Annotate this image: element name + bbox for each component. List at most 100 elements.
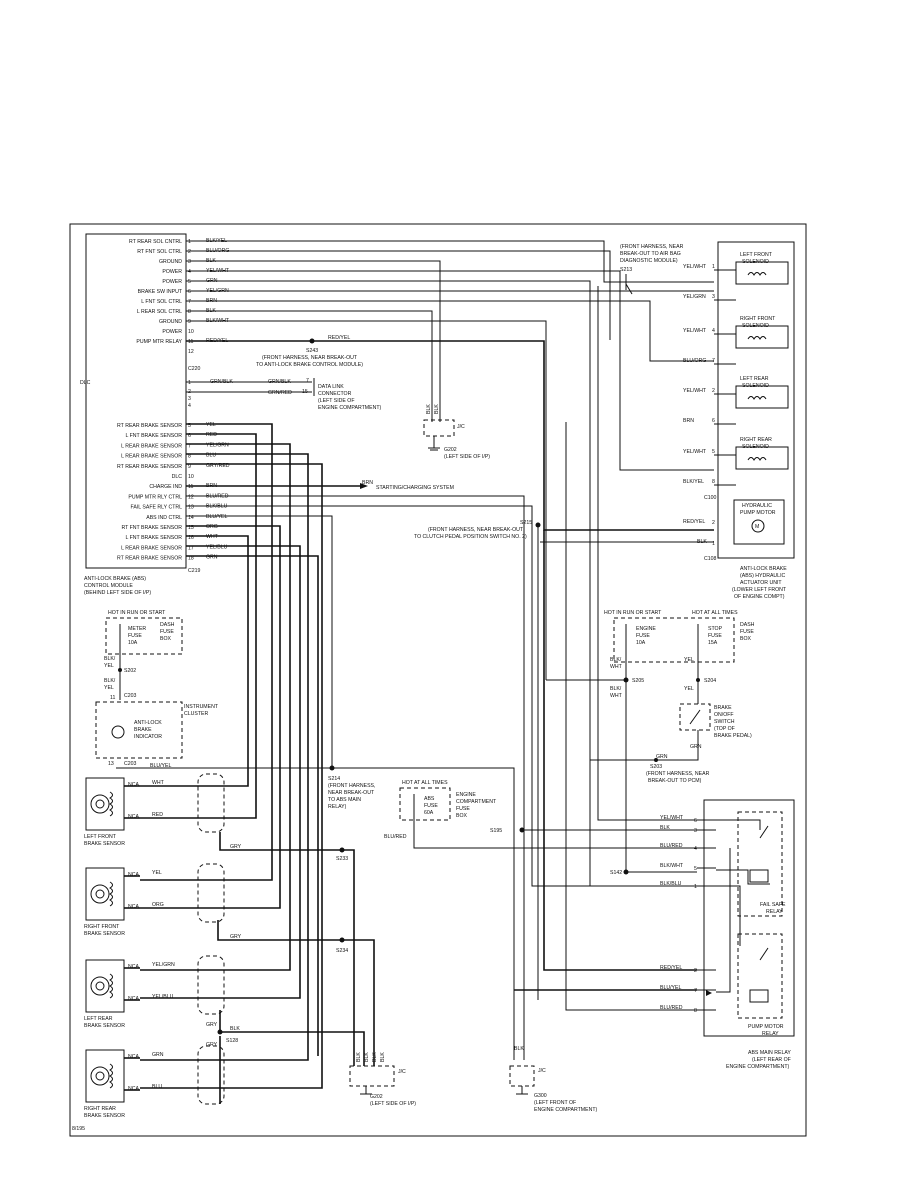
svg-text:(LEFT FRONT OF: (LEFT FRONT OF [534, 1100, 576, 1106]
pump-motor-icon [751, 519, 765, 533]
svg-text:BLK: BLK [364, 1052, 370, 1062]
ecu-pin-number: 16 [188, 535, 194, 541]
svg-text:STOP: STOP [708, 626, 723, 632]
svg-text:(FRONT HARNESS, NEAR: (FRONT HARNESS, NEAR [620, 244, 684, 250]
svg-text:S202: S202 [124, 668, 136, 674]
solenoid-name: SOLENOID [742, 444, 769, 450]
c220-label: C220 [188, 366, 201, 372]
solenoid-pin: 6 [712, 418, 715, 424]
sensor-wire-color: YEL/BLU [152, 994, 174, 1000]
ecu-pin-number: 11 [188, 339, 193, 345]
relay-wire-color: BLK [660, 825, 670, 831]
abs-main-relay [703, 799, 795, 1037]
svg-text:YEL: YEL [684, 657, 694, 663]
solenoid-name: RIGHT REAR [740, 437, 772, 443]
svg-text:G202: G202 [444, 447, 457, 453]
solenoid-name: LEFT REAR [740, 376, 769, 382]
svg-text:11: 11 [110, 695, 115, 701]
svg-text:ANTI-LOCK BRAKE: ANTI-LOCK BRAKE [740, 566, 787, 572]
ecu-pin-number: 2 [188, 249, 191, 255]
relay-pin: 4 [694, 846, 697, 852]
svg-text:1: 1 [712, 541, 715, 547]
ecu-pin-number: 6 [188, 433, 191, 439]
ecu-pin-label: RT REAR BRAKE SENSOR [117, 464, 182, 470]
svg-text:GRN: GRN [690, 744, 702, 750]
ecu-pin-number: 13 [188, 505, 194, 511]
relay-pin: 5 [694, 866, 697, 872]
svg-text:RELAY: RELAY [766, 909, 783, 915]
svg-text:(FRONT HARNESS,: (FRONT HARNESS, [328, 783, 375, 789]
splice-s142 [623, 869, 629, 875]
svg-text:METER: METER [128, 626, 146, 632]
wire-org [140, 525, 281, 909]
nca-label: NCA [128, 1086, 139, 1092]
sensor-name: RIGHT FRONT [84, 924, 120, 930]
dlc-wire-2: GRN/RED [268, 390, 292, 396]
solenoid-pin: 8 [712, 479, 715, 485]
engine-compartment-fuse-box [399, 787, 451, 821]
shielded-cable [197, 863, 225, 923]
brake-sensor-box [85, 867, 125, 921]
ecu-pin-number: 14 [188, 515, 194, 521]
relay-pin: 1 [694, 884, 697, 890]
ecu-pin-number: 5 [188, 423, 191, 429]
sensor-name: LEFT FRONT [84, 834, 117, 840]
relay-wire-color: YEL/WHT [660, 815, 684, 821]
ecu-wire-color: BLU [206, 453, 216, 459]
svg-text:ENGINE COMPARTMENT): ENGINE COMPARTMENT) [534, 1107, 597, 1113]
brake-sensor-icon [90, 884, 110, 904]
svg-text:15A: 15A [708, 640, 718, 646]
svg-text:ABS MAIN RELAY: ABS MAIN RELAY [748, 1050, 791, 1056]
wire-blu-yel [116, 515, 333, 769]
ecu-pin-label: GROUND [159, 319, 182, 325]
solenoid-pin: 4 [712, 328, 715, 334]
sensor-wire-color: ORG [152, 902, 164, 908]
ecu-wire-color: WHT [206, 534, 219, 540]
svg-text:FUSE: FUSE [456, 806, 470, 812]
svg-text:INDICATOR: INDICATOR [134, 734, 162, 740]
svg-text:GRY: GRY [230, 934, 242, 940]
junction-g300 [509, 1065, 535, 1087]
ecu-pin-label: RT FNT SOL CTRL [137, 249, 182, 255]
relay-pin: 6 [694, 818, 697, 824]
svg-text:(LOWER LEFT FRONT: (LOWER LEFT FRONT [732, 587, 787, 593]
svg-text:(LEFT SIDE OF I/P): (LEFT SIDE OF I/P) [370, 1101, 416, 1107]
ecu-wire-color: YEL/BLU [206, 544, 228, 550]
wire-yel-rt-rear [140, 423, 273, 881]
ecu-pin-number: 18 [188, 556, 194, 562]
ecu-pin-label: L FNT BRAKE SENSOR [126, 535, 183, 541]
nca-label: NCA [128, 996, 139, 1002]
svg-text:TO CLUTCH PEDAL POSITION SWITC: TO CLUTCH PEDAL POSITION SWITCH NO. 2) [414, 534, 527, 540]
relay-wire-color: BLU/RED [660, 843, 683, 849]
solenoid-pin: 7 [712, 358, 715, 364]
solenoid-name: SOLENOID [742, 323, 769, 329]
svg-text:BLK/: BLK/ [104, 656, 116, 662]
svg-text:G300: G300 [534, 1093, 547, 1099]
dlc-pin-1: 1 [188, 380, 191, 386]
wire-blk-ground [186, 260, 441, 422]
solenoid-wire-color: BLU/ORG [683, 358, 706, 364]
svg-text:S142: S142 [610, 870, 622, 876]
dlc-connector-2: CONNECTOR [318, 391, 352, 397]
solenoid-wire-color: YEL/WHT [683, 449, 707, 455]
svg-text:YEL: YEL [104, 663, 114, 669]
nca-label: NCA [128, 814, 139, 820]
nca-label: NCA [128, 904, 139, 910]
ecu-pin-label: POWER [162, 269, 182, 275]
solenoid-wire-color: YEL/GRN [683, 294, 706, 300]
sensor-wire-color: YEL [152, 870, 162, 876]
svg-text:GRY: GRY [206, 1042, 218, 1048]
svg-text:S234: S234 [336, 948, 348, 954]
ecu-pin-label: RT REAR SOL CNTRL [129, 239, 182, 245]
abs-control-module [85, 233, 187, 569]
svg-text:C203: C203 [124, 761, 137, 767]
svg-text:GRN: GRN [656, 754, 668, 760]
svg-text:ENGINE: ENGINE [456, 792, 476, 798]
svg-text:WHT: WHT [610, 664, 623, 670]
ecu-wire-color: GRN [206, 555, 218, 561]
svg-text:ANTI-LOCK: ANTI-LOCK [134, 720, 162, 726]
svg-text:C203: C203 [124, 693, 137, 699]
brake-sensor-box [85, 959, 125, 1013]
sensor-wire-color: YEL/GRN [152, 962, 175, 968]
